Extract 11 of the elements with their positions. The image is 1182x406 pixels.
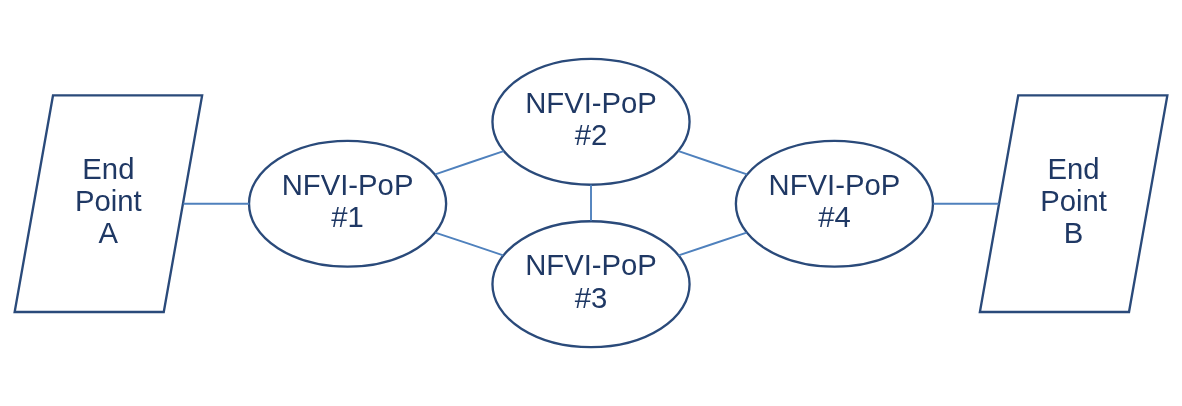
node-ellipse: NFVI-PoP #4 bbox=[734, 139, 935, 268]
connector bbox=[182, 202, 251, 205]
connector bbox=[677, 150, 748, 176]
node-ellipse: NFVI-PoP #2 bbox=[491, 57, 691, 186]
connector bbox=[434, 150, 505, 176]
connector bbox=[590, 183, 592, 222]
node-ellipse: NFVI-PoP #3 bbox=[491, 220, 691, 349]
connector bbox=[677, 231, 748, 257]
node-ellipse: NFVI-PoP #1 bbox=[247, 139, 448, 268]
connector bbox=[932, 202, 1000, 205]
connector bbox=[434, 231, 505, 257]
